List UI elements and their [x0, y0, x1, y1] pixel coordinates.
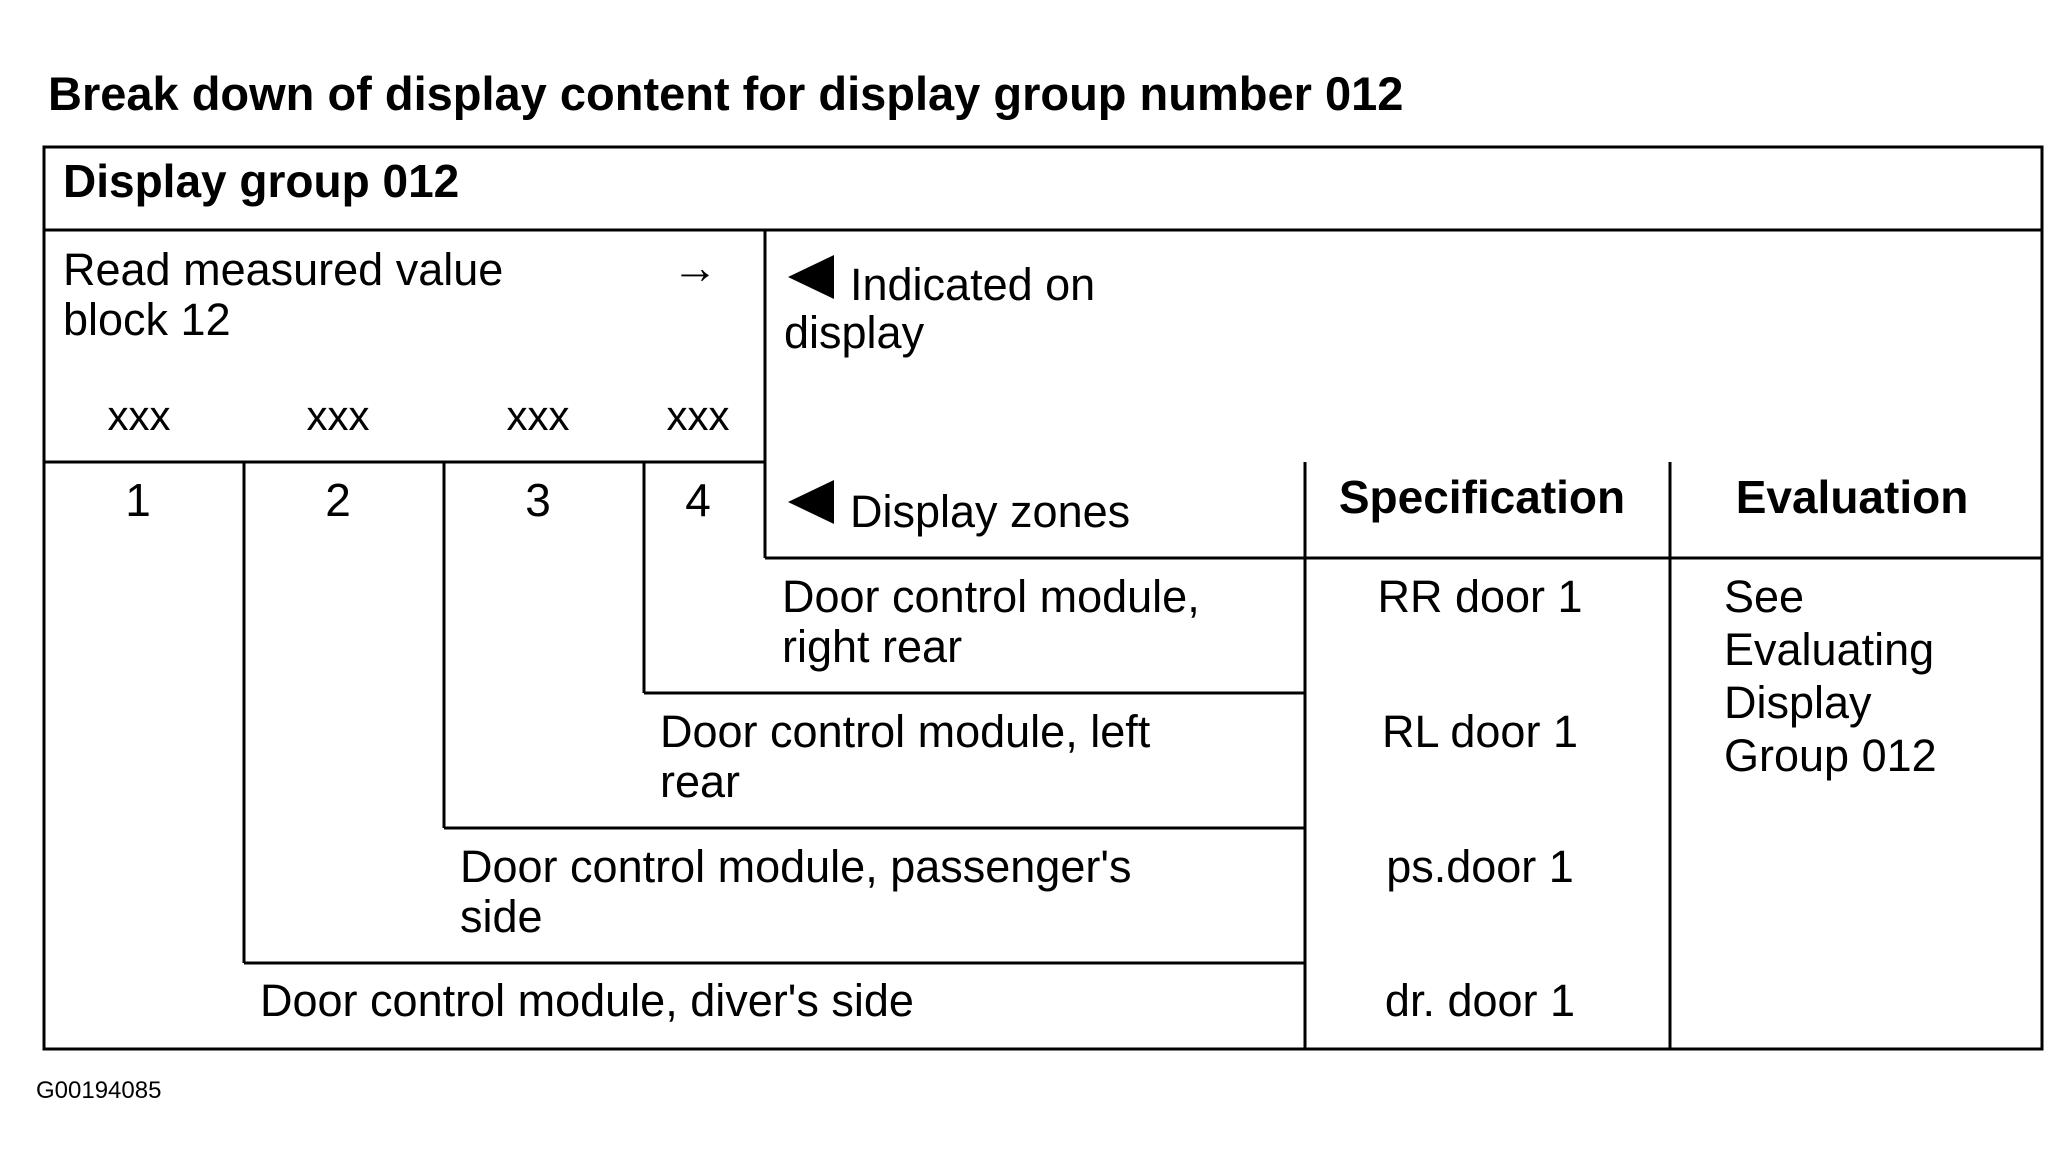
- arrow-right-icon: →: [672, 241, 718, 293]
- column-display-zones: Display zones: [850, 486, 1130, 537]
- row-2-desc-line1: Door control module, left: [660, 706, 1151, 757]
- row-4-desc-line1: Door control module, diver's side: [260, 975, 914, 1026]
- indicated-line2: display: [784, 307, 925, 358]
- placeholder-4: xxx: [667, 392, 730, 439]
- figure-id: G00194085: [36, 1077, 161, 1104]
- evaluation-note-line4: Group 012: [1724, 730, 1937, 781]
- row-2-desc-line2: rear: [660, 756, 740, 807]
- indicated-line1: Indicated on: [850, 259, 1095, 310]
- pointer-left-icon: [788, 480, 834, 524]
- row-4-spec: dr. door 1: [1385, 975, 1575, 1026]
- pointer-left-icon: [788, 255, 834, 299]
- row-1-desc-line1: Door control module,: [782, 571, 1200, 622]
- read-block-line1: Read measured value: [63, 244, 503, 295]
- evaluation-note-line2: Evaluating: [1724, 624, 1934, 675]
- placeholder-2: xxx: [307, 392, 370, 439]
- row-1-desc-line2: right rear: [782, 621, 962, 672]
- row-3-desc-line1: Door control module, passenger's: [460, 841, 1131, 892]
- column-evaluation: Evaluation: [1736, 471, 1969, 523]
- row-3-spec: ps.door 1: [1386, 841, 1574, 892]
- zone-number-3: 3: [525, 474, 551, 526]
- row-3-desc-line2: side: [460, 891, 543, 942]
- row-2-spec: RL door 1: [1382, 706, 1578, 757]
- column-specification: Specification: [1339, 471, 1625, 523]
- row-1-spec: RR door 1: [1377, 571, 1582, 622]
- evaluation-note-line3: Display: [1724, 677, 1872, 728]
- placeholder-1: xxx: [108, 392, 171, 439]
- zone-number-1: 1: [125, 474, 151, 526]
- zone-number-4: 4: [685, 474, 711, 526]
- placeholder-3: xxx: [507, 392, 570, 439]
- table-frame: [42, 145, 2044, 1051]
- evaluation-note-line1: See: [1724, 571, 1804, 622]
- diagram-heading: Break down of display content for displa…: [48, 67, 1403, 120]
- group-title: Display group 012: [63, 155, 459, 207]
- zone-number-2: 2: [325, 474, 351, 526]
- read-block-line2: block 12: [63, 294, 231, 345]
